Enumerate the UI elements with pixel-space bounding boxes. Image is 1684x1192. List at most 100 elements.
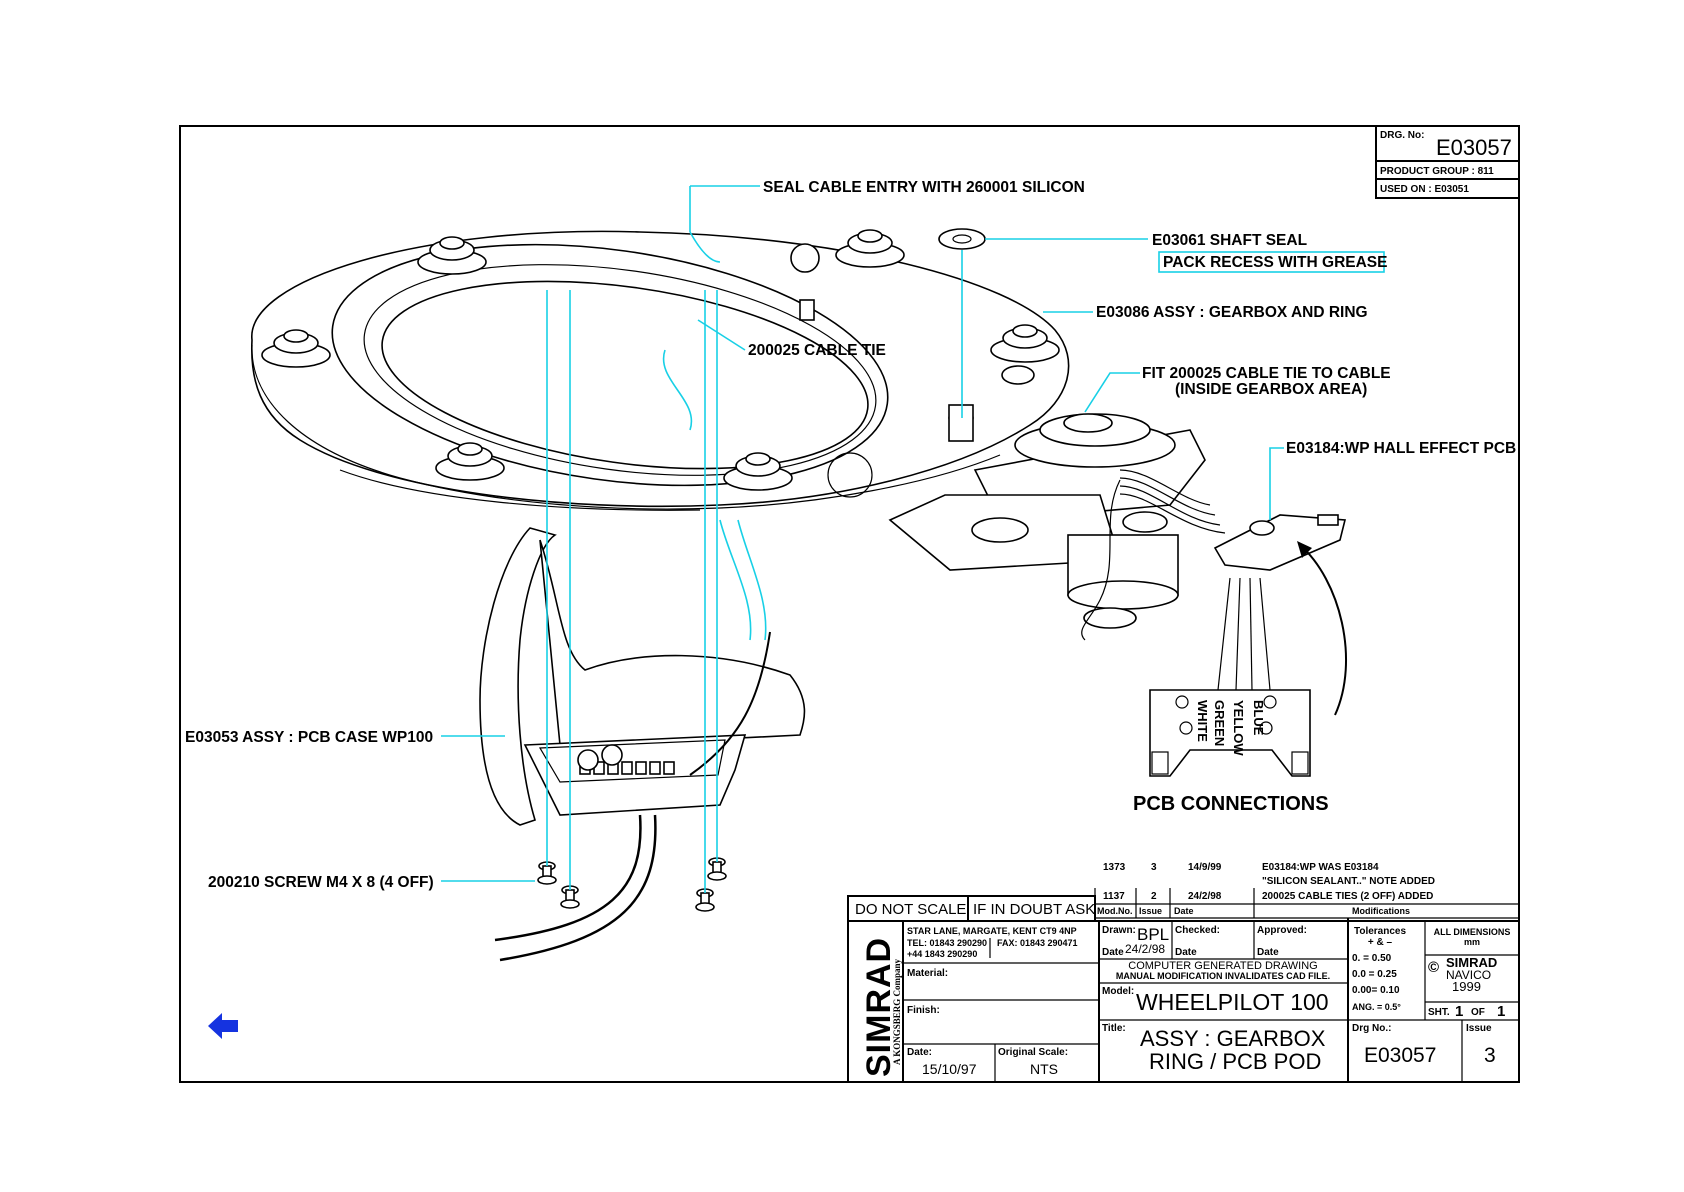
simrad-logo: SIMRAD	[860, 937, 898, 1077]
product-group: PRODUCT GROUP : 811	[1380, 166, 1494, 177]
hall-effect-pcb	[1213, 514, 1347, 571]
drg-no: E03057	[1436, 135, 1512, 160]
if-in-doubt: IF IN DOUBT ASK	[973, 901, 1095, 918]
do-not-scale: DO NOT SCALE	[855, 901, 966, 918]
callout-pcb-case: E03053 ASSY : PCB CASE WP100	[185, 729, 433, 746]
tolerances-pm: + & –	[1368, 937, 1393, 948]
pcb-connections-title: PCB CONNECTIONS	[1133, 793, 1329, 815]
title-label: Title:	[1102, 1023, 1126, 1034]
mount-4	[990, 324, 1060, 363]
title-block: DO NOT SCALE IF IN DOUBT ASK SIMRAD A KO…	[847, 895, 1520, 1083]
screw-2	[560, 885, 580, 909]
drawn-date-label: Date	[1102, 947, 1124, 958]
mount-6	[723, 452, 793, 491]
pcb-connections-panel: WHITE GREEN YELLOW BLUE	[1149, 689, 1311, 777]
finish-label: Finish:	[907, 1005, 940, 1016]
tolerance-2: 0.0 = 0.25	[1352, 969, 1397, 980]
all-dimensions: ALL DIMENSIONS	[1434, 927, 1511, 937]
header-block: DRG. No: E03057 PRODUCT GROUP : 811 USED…	[1375, 125, 1520, 199]
address-line-1: STAR LANE, MARGATE, KENT CT9 4NP	[907, 926, 1077, 936]
mod-issue-2: 2	[1151, 891, 1157, 902]
callout-cable-tie: 200025 CABLE TIE	[748, 342, 886, 359]
assembly-leaders	[441, 185, 1385, 893]
callout-seal-cable-entry: SEAL CABLE ENTRY WITH 260001 SILICON	[763, 179, 1085, 196]
ring-hole	[827, 452, 873, 498]
drg-no-2: E03057	[1364, 1044, 1436, 1067]
callout-shaft-seal: E03061 SHAFT SEAL	[1152, 232, 1307, 249]
callout-gearbox-ring: E03086 ASSY : GEARBOX AND RING	[1096, 304, 1368, 321]
model-label: Model:	[1102, 986, 1134, 997]
title-line-2: RING / PCB POD	[1149, 1049, 1321, 1074]
mount-5	[435, 442, 505, 481]
drg-no-label: DRG. No:	[1380, 130, 1424, 141]
address-line-3: +44 1843 290290	[907, 949, 977, 959]
mod-no-2: 1137	[1103, 891, 1125, 902]
tolerance-1: 0. = 0.50	[1352, 953, 1392, 964]
ring-pin	[799, 299, 815, 321]
tolerance-3: 0.00= 0.10	[1352, 985, 1400, 996]
copyright-brand: SIMRAD	[1446, 955, 1497, 970]
address-line-2: TEL: 01843 290290	[907, 938, 987, 948]
issue-label: Issue	[1466, 1023, 1492, 1034]
fax-line: FAX: 01843 290471	[997, 938, 1078, 948]
copyright-year: 1999	[1452, 979, 1481, 994]
mod-text-1a: E03184:WP WAS E03184	[1262, 862, 1379, 873]
original-scale-label: Original Scale:	[998, 1047, 1068, 1058]
mod-text-1b: "SILICON SEALANT.." NOTE ADDED	[1262, 876, 1435, 887]
mod-issue-1: 3	[1151, 862, 1157, 873]
kongsberg-subtitle: A KONGSBERG Company	[892, 958, 902, 1065]
wire-label-green: GREEN	[1212, 700, 1227, 746]
mod-date-1: 14/9/99	[1188, 862, 1222, 873]
wire-label-yellow: YELLOW	[1231, 700, 1246, 756]
issue-value: 3	[1484, 1044, 1496, 1067]
connection-arrow	[1299, 544, 1347, 716]
mount-3	[261, 329, 331, 368]
mount-2	[835, 229, 905, 268]
callout-fit-cable-tie-2: (INSIDE GEARBOX AREA)	[1175, 381, 1367, 398]
ring-boss	[790, 243, 820, 273]
mod-header-modifications: Modifications	[1352, 906, 1410, 916]
shaft-seal-washer	[938, 228, 986, 250]
gearbox-ring-plate	[250, 230, 1070, 511]
sheet-label: SHT.	[1428, 1007, 1450, 1018]
drawn-date: 24/2/98	[1125, 942, 1165, 956]
pcb-case-pod	[479, 527, 806, 962]
sheet-total: 1	[1497, 1003, 1505, 1020]
date-value: 15/10/97	[922, 1061, 977, 1077]
title-line-1: ASSY : GEARBOX	[1140, 1026, 1326, 1051]
drg-no-label-2: Drg No.:	[1352, 1023, 1391, 1034]
dimensions-unit: mm	[1464, 937, 1480, 947]
wire-label-blue: BLUE	[1251, 700, 1266, 736]
callout-fit-cable-tie-1: FIT 200025 CABLE TIE TO CABLE	[1142, 365, 1391, 382]
wire-label-white: WHITE	[1195, 700, 1210, 742]
drawn-label: Drawn:	[1102, 925, 1136, 936]
used-on: USED ON : E03051	[1380, 184, 1469, 195]
ring-nut	[1001, 365, 1035, 385]
callout-hall-effect-pcb: E03184:WP HALL EFFECT PCB	[1286, 440, 1516, 457]
mount-1	[417, 236, 487, 275]
mod-header-issue: Issue	[1139, 906, 1162, 916]
gearbox-assembly	[888, 413, 1226, 641]
date-label: Date:	[907, 1047, 932, 1058]
mod-date-2: 24/2/98	[1188, 891, 1222, 902]
model-value: WHEELPILOT 100	[1136, 989, 1329, 1015]
approved-date-label: Date	[1257, 947, 1279, 958]
callout-screw: 200210 SCREW M4 X 8 (4 OFF)	[208, 874, 434, 891]
cgd-line-1: COMPUTER GENERATED DRAWING	[1128, 960, 1317, 972]
mod-header-no: Mod.No.	[1097, 906, 1133, 916]
modifications-table: 1373 3 14/9/99 E03184:WP WAS E03184 "SIL…	[1094, 862, 1519, 919]
copyright-symbol: ©	[1428, 959, 1439, 976]
checked-date-label: Date	[1175, 947, 1197, 958]
mod-no-1: 1373	[1103, 862, 1126, 873]
approved-label: Approved:	[1257, 925, 1307, 936]
material-label: Material:	[907, 968, 948, 979]
original-scale-value: NTS	[1030, 1061, 1058, 1077]
mod-text-2a: 200025 CABLE TIES (2 OFF) ADDED	[1262, 891, 1433, 902]
sheet-no: 1	[1455, 1003, 1463, 1020]
callout-pack-recess: PACK RECESS WITH GREASE	[1163, 254, 1388, 271]
left-arrow-icon[interactable]	[208, 1013, 238, 1039]
cgd-line-2: MANUAL MODIFICATION INVALIDATES CAD FILE…	[1116, 971, 1330, 981]
mod-header-date: Date	[1174, 906, 1194, 916]
tolerance-angle: ANG. = 0.5°	[1352, 1002, 1401, 1012]
checked-label: Checked:	[1175, 925, 1220, 936]
